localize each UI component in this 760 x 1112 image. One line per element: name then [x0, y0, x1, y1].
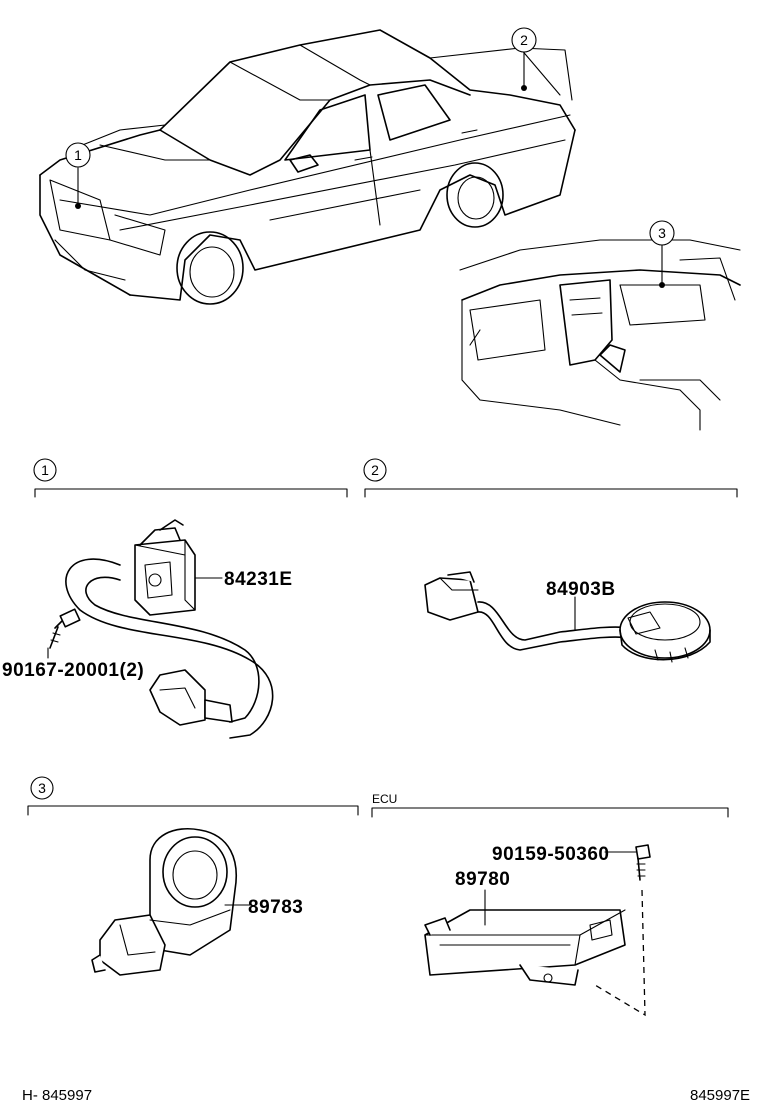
- callout-2-label: 2: [520, 32, 528, 48]
- section-3-header: 3: [27, 776, 359, 816]
- footer-figure-code: 845997E: [690, 1087, 750, 1104]
- car-illustration: [39, 29, 576, 305]
- section-2-number: 2: [371, 462, 379, 478]
- section-1-number: 1: [41, 462, 49, 478]
- part-89783-illustration: [91, 828, 251, 976]
- part-number-84903b: 84903B: [546, 579, 616, 600]
- callout-3-label: 3: [658, 225, 666, 241]
- callout-3: 3: [649, 220, 675, 246]
- section-3-number: 3: [38, 780, 46, 796]
- ecu-label: ECU: [372, 792, 397, 806]
- part-84903b-illustration: [424, 571, 711, 663]
- part-number-89783: 89783: [248, 897, 303, 918]
- callout-1: 1: [65, 142, 91, 168]
- part-number-84231e: 84231E: [224, 569, 293, 590]
- dashboard-illustration: [459, 239, 741, 431]
- section-1-header: 1: [33, 458, 348, 498]
- part-89780-illustration: [424, 844, 651, 1017]
- part-number-90159-50360: 90159-50360: [492, 844, 610, 865]
- callout-1-label: 1: [74, 147, 82, 163]
- ecu-section-header: ECU: [371, 792, 729, 818]
- callout-2: 2: [511, 27, 537, 53]
- footer-diagram-id: H- 845997: [22, 1087, 92, 1104]
- part-84231e-illustration: [47, 519, 274, 739]
- section-2-header: 2: [363, 458, 738, 498]
- part-number-89780: 89780: [455, 869, 510, 890]
- part-number-90167-20001: 90167-20001(2): [2, 660, 144, 681]
